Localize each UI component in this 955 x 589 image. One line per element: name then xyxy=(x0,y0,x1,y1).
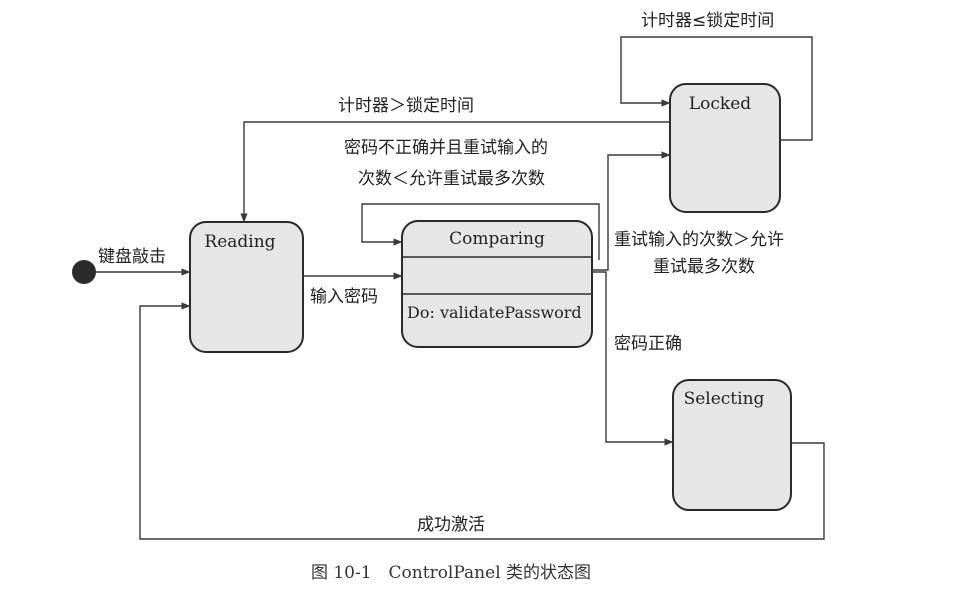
label-activated: 成功激活 xyxy=(417,515,485,535)
figure-caption: 图 10-1 ControlPanel 类的状态图 xyxy=(311,563,591,583)
label-correct: 密码正确 xyxy=(614,334,682,354)
label-too-many-line2: 重试最多次数 xyxy=(653,257,755,277)
initial-state-node xyxy=(72,260,96,284)
edge-selecting-to-reading xyxy=(139,302,825,540)
state-selecting-label: Selecting xyxy=(684,389,765,409)
state-comparing-box xyxy=(401,220,593,348)
label-retry-line1: 密码不正确并且重试输入的 xyxy=(344,138,548,158)
state-locked-label: Locked xyxy=(689,94,751,114)
label-keystroke: 键盘敲击 xyxy=(98,247,166,267)
label-too-many-line1: 重试输入的次数＞允许 xyxy=(614,230,784,250)
edge-locked-self-loop xyxy=(620,36,813,141)
state-comparing-label: Comparing xyxy=(449,229,545,249)
label-retry-line2: 次数＜允许重试最多次数 xyxy=(358,169,545,189)
edge-comparing-self-loop xyxy=(361,203,600,260)
state-reading-label: Reading xyxy=(204,232,275,252)
label-enter-password: 输入密码 xyxy=(310,287,378,307)
edge-comparing-to-selecting xyxy=(592,271,674,446)
state-locked-box xyxy=(669,83,781,213)
label-timer-le: 计时器≤锁定时间 xyxy=(641,11,774,31)
comparing-activity-label: Do: validatePassword xyxy=(407,303,582,322)
label-timer-gt: 计时器＞锁定时间 xyxy=(338,96,474,116)
state-comparing: Comparing Do: validatePassword xyxy=(401,220,593,348)
edge-comparing-to-locked xyxy=(592,151,671,271)
edge-locked-to-reading xyxy=(240,121,670,223)
